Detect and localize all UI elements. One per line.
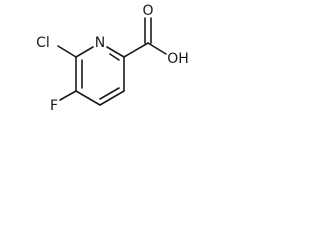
bond-n1-c6 <box>106 46 125 58</box>
bond-c5-c4 <box>99 90 125 106</box>
bond-n1-c6-inner <box>109 53 120 61</box>
bond-c3-f <box>59 90 77 101</box>
carbonyl-oxygen-label: O <box>142 3 153 19</box>
fluorine-label: F <box>50 98 58 114</box>
bond-carboxyl-oh <box>147 42 167 55</box>
bond-c2-n1 <box>75 46 94 58</box>
structure-diagram: N Cl F O OH <box>36 3 189 114</box>
hydroxyl-label: OH <box>167 51 189 67</box>
bond-c5-c4-inner <box>99 87 120 100</box>
chlorine-label: Cl <box>36 35 50 51</box>
bond-c4-c3 <box>75 90 101 106</box>
bond-c6-carboxyl <box>123 42 149 58</box>
nitrogen-label: N <box>95 35 105 51</box>
bond-c2-cl <box>57 45 77 58</box>
